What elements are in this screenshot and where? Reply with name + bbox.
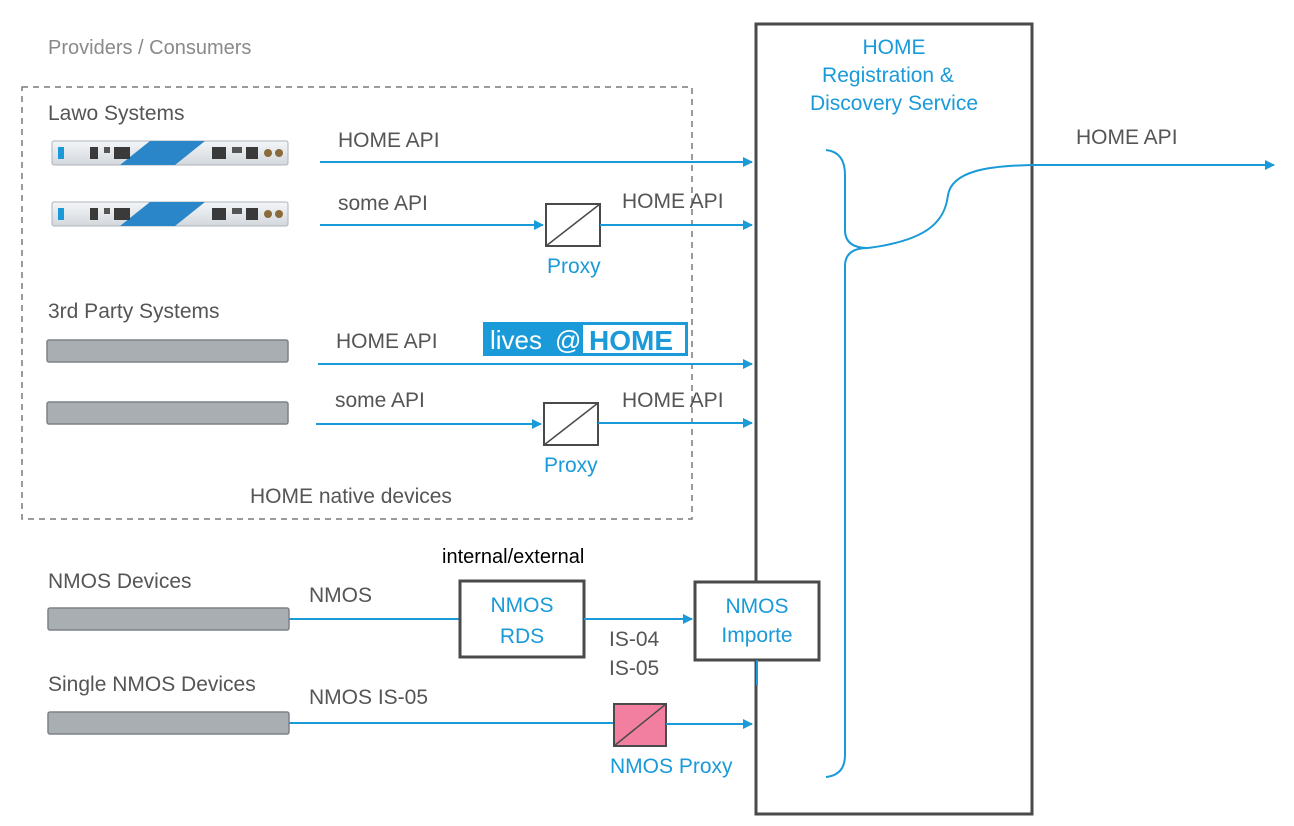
nmos-importer-line2: Importe — [721, 624, 792, 647]
proxy-1-label: Proxy — [547, 255, 601, 278]
nmos-connection-label: NMOS — [309, 584, 372, 607]
lives-at-home-badge: lives @ HOME — [483, 322, 688, 356]
providers-consumers-label: Providers / Consumers — [48, 37, 251, 59]
service-title-line3: Discovery Service — [810, 92, 978, 115]
proxy-box-2 — [543, 402, 599, 446]
nmos-proxy-box — [613, 703, 667, 747]
third2-home-api-label: HOME API — [622, 389, 724, 412]
proxy-2-label: Proxy — [544, 454, 598, 477]
home-api-output-label: HOME API — [1076, 126, 1178, 149]
third1-home-api-label: HOME API — [336, 330, 438, 353]
nmos-devices-label: NMOS Devices — [48, 570, 192, 593]
nmos-proxy-label: NMOS Proxy — [610, 755, 733, 778]
service-title-line1: HOME — [863, 36, 926, 59]
lawo-systems-label: Lawo Systems — [48, 102, 185, 125]
lawo-device-1 — [51, 140, 289, 166]
nmos-importer-box — [693, 580, 821, 662]
nmos-importer-line1: NMOS — [726, 595, 789, 618]
third-party-systems-label: 3rd Party Systems — [48, 300, 220, 323]
badge-lives-text: lives — [490, 325, 542, 355]
proxy-box-1 — [545, 203, 601, 247]
lawo2-home-api-label: HOME API — [622, 190, 724, 213]
single-nmos-device — [47, 711, 290, 735]
home-native-devices-label: HOME native devices — [250, 485, 452, 508]
is04-label: IS-04 — [609, 628, 660, 651]
nmos-rds-box — [458, 579, 586, 659]
bracket-to-output-curve — [867, 164, 1041, 249]
home-native-group — [21, 86, 693, 520]
internal-external-label: internal/external — [442, 546, 584, 568]
third-party-device-1 — [46, 339, 289, 363]
nmos-rds-line1: NMOS — [491, 594, 554, 617]
is05-label: IS-05 — [609, 657, 659, 680]
single-nmos-label: NMOS IS-05 — [309, 686, 428, 709]
third2-some-api-label: some API — [335, 389, 425, 412]
nmos-device — [47, 607, 290, 631]
lawo2-some-api-label: some API — [338, 192, 428, 215]
badge-home-text: HOME — [589, 325, 673, 356]
lawo-device-2 — [51, 201, 289, 227]
third-party-device-2 — [46, 401, 289, 425]
nmos-rds-line2: RDS — [500, 625, 544, 648]
registration-discovery-service-box — [754, 22, 1034, 816]
service-title-line2: Registration & — [822, 64, 954, 87]
lawo1-home-api-label: HOME API — [338, 129, 440, 152]
single-nmos-devices-label: Single NMOS Devices — [48, 673, 256, 696]
badge-at-text: @ — [555, 325, 581, 355]
